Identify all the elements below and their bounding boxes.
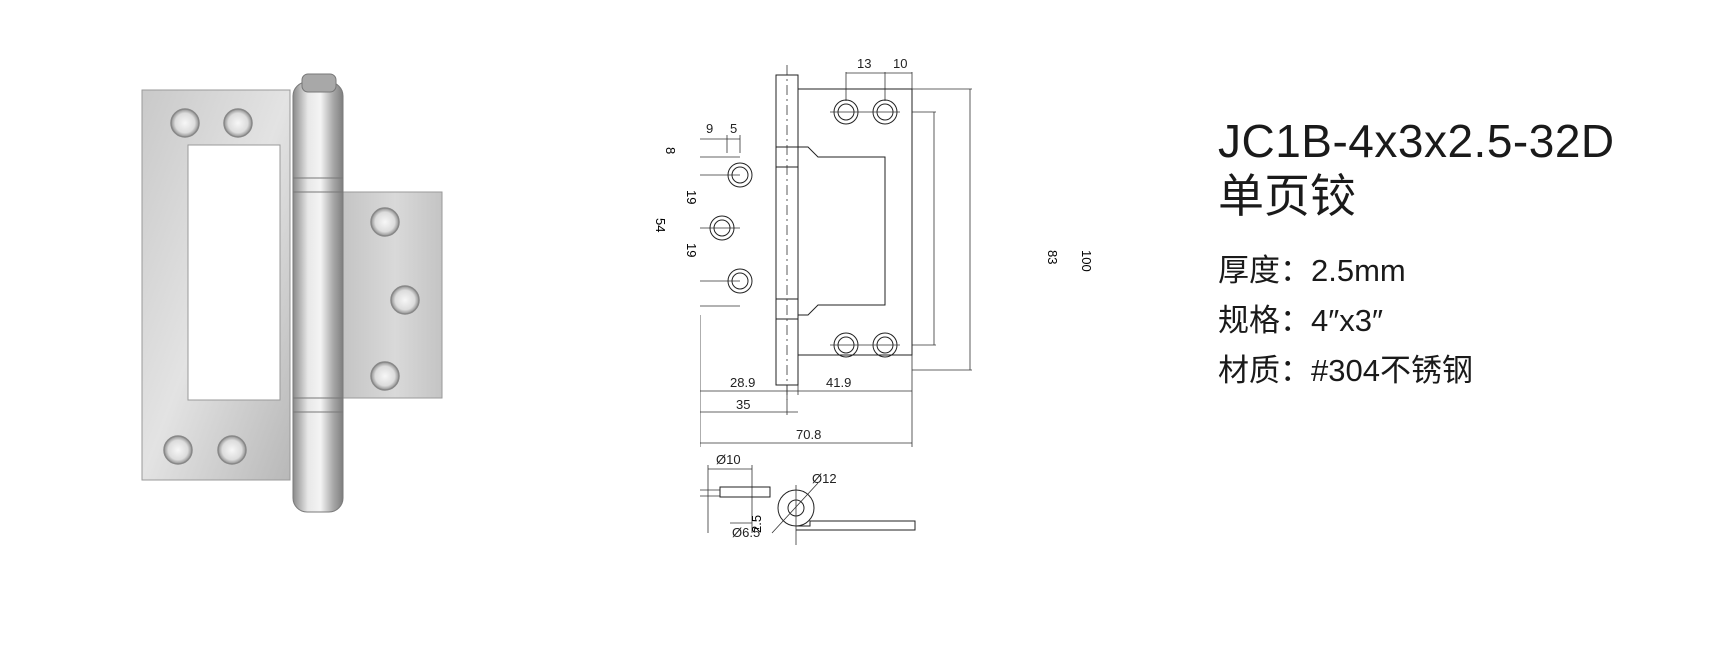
spec-size: 规格：4″x3″ — [1218, 303, 1718, 339]
spec-label: 规格： — [1218, 303, 1311, 338]
dim-19-lower: 19 — [684, 243, 699, 258]
dim-35: 35 — [736, 397, 750, 412]
spec-value: #304不锈钢 — [1311, 353, 1473, 388]
spec-panel: JC1B-4x3x2.5-32D 单页铰 厚度：2.5mm 规格：4″x3″ 材… — [1218, 115, 1718, 389]
dim-13-10: 13 10 — [845, 56, 913, 101]
spec-value: 4″x3″ — [1311, 303, 1383, 338]
dim-70-8: 70.8 — [796, 427, 821, 442]
model-number: JC1B-4x3x2.5-32D — [1218, 115, 1615, 167]
spec-label: 材质： — [1218, 353, 1311, 388]
spec-material: 材质：#304不锈钢 — [1218, 353, 1718, 389]
section-view: Ø10 Ø12 Ø6.5 — [700, 452, 916, 545]
dim-13: 13 — [857, 56, 871, 71]
product-name: 单页铰 — [1218, 170, 1356, 222]
spec-label: 厚度： — [1218, 253, 1311, 288]
dim-8: 8 — [663, 147, 678, 155]
dim-right — [912, 88, 972, 371]
dim-5: 5 — [730, 121, 737, 136]
dim-dia10: Ø10 — [716, 452, 741, 467]
spec-value: 2.5mm — [1311, 253, 1406, 288]
dim-9: 9 — [706, 121, 713, 136]
dim-9-5: 9 5 — [700, 121, 741, 153]
dim-41-9: 41.9 — [826, 375, 851, 390]
dim-bottom: 28.9 41.9 35 70.8 — [700, 315, 913, 447]
hinge-photo — [141, 73, 443, 513]
dim-28-9: 28.9 — [730, 375, 755, 390]
dim-19-upper: 19 — [684, 190, 699, 205]
technical-drawing: 13 10 9 5 — [700, 56, 972, 545]
leaf-profile — [775, 65, 913, 400]
dim-dia6-5: Ø6.5 — [732, 525, 760, 540]
spec-thickness: 厚度：2.5mm — [1218, 253, 1718, 289]
dim-10: 10 — [893, 56, 907, 71]
left-leaf-holes — [709, 162, 753, 294]
dim-54: 54 — [653, 218, 668, 233]
dim-dia12: Ø12 — [812, 471, 837, 486]
right-leaf-holes — [830, 99, 900, 358]
